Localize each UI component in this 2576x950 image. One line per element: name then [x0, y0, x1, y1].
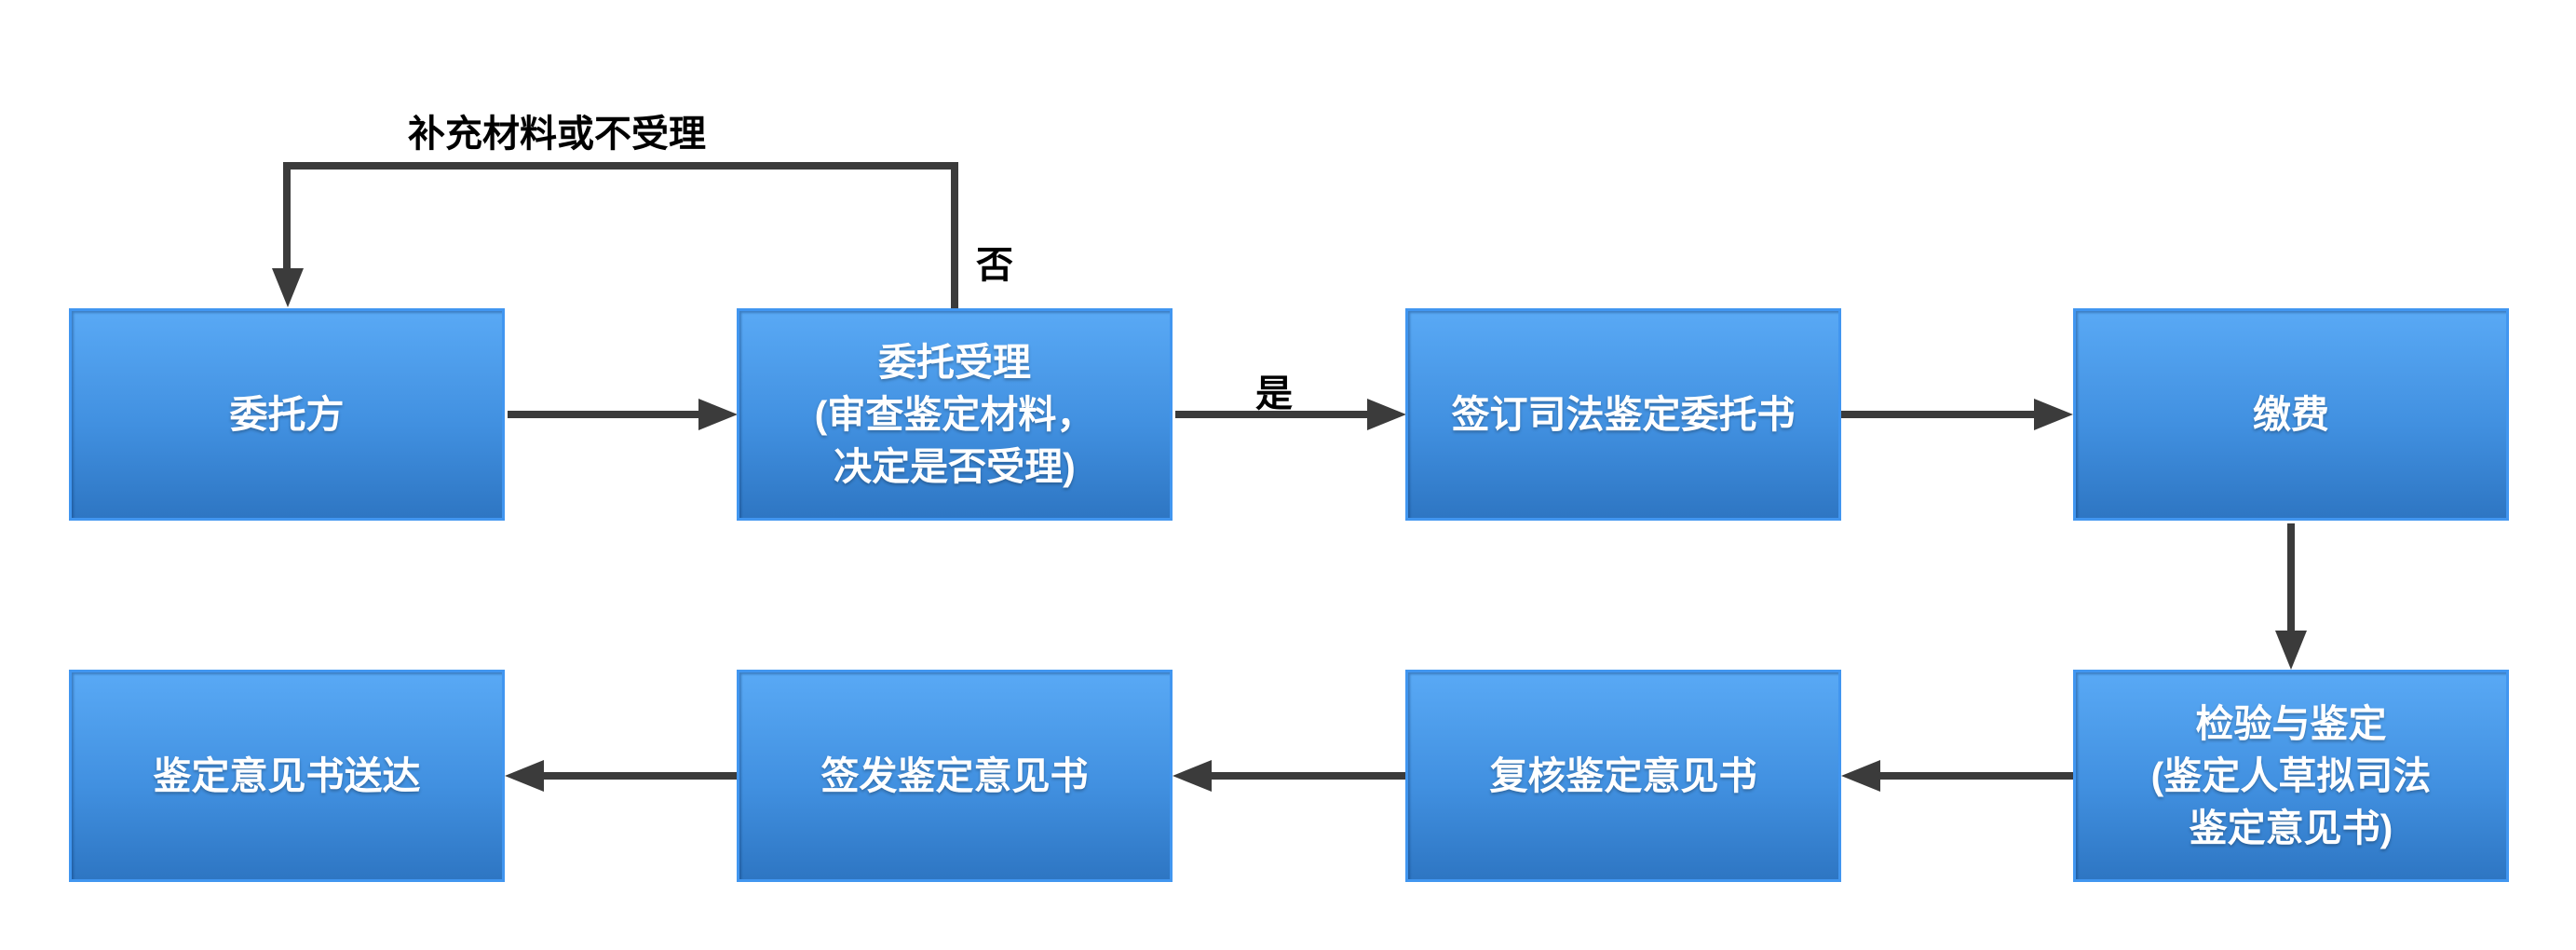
node-pay-fee: 缴费 [2073, 308, 2509, 521]
arrowhead-inspection-to-review [1841, 760, 1880, 792]
edge-no-vertical-line [951, 162, 958, 308]
edge-label-yes: 是 [1255, 373, 1293, 414]
node-acceptance: 委托受理 (审查鉴定材料， 决定是否受理) [737, 308, 1173, 521]
edge-client-to-acceptance-line [508, 411, 698, 418]
node-issue-opinion-label: 签发鉴定意见书 [820, 754, 1089, 797]
node-acceptance-label-line3: 决定是否受理) [834, 445, 1076, 488]
edge-issue-to-deliver-line [544, 772, 737, 780]
arrowhead-issue-to-deliver [505, 760, 544, 792]
arrowhead-down-into-client [272, 268, 304, 307]
node-inspection-label-line3: 鉴定意见书) [2189, 807, 2393, 849]
edge-yes-line [1175, 411, 1367, 418]
node-review-opinion: 复核鉴定意见书 [1405, 670, 1841, 882]
arrowhead-client-to-acceptance [698, 399, 738, 430]
edge-inspection-to-review-line [1880, 772, 2073, 780]
edge-label-reject-loop: 补充材料或不受理 [408, 114, 706, 155]
arrowhead-yes [1367, 399, 1406, 430]
edge-no-return-line [283, 162, 291, 270]
node-deliver-opinion: 鉴定意见书送达 [69, 670, 505, 882]
node-acceptance-label-line2: (审查鉴定材料， [814, 393, 1095, 436]
node-pay-fee-label: 缴费 [2253, 393, 2329, 436]
arrowhead-sign-to-pay [2034, 399, 2073, 430]
edge-review-to-issue-line [1212, 772, 1405, 780]
node-sign-letter-label: 签订司法鉴定委托书 [1451, 393, 1796, 436]
node-issue-opinion: 签发鉴定意见书 [737, 670, 1173, 882]
node-deliver-opinion-label: 鉴定意见书送达 [153, 754, 421, 797]
edge-no-horizontal-line [283, 162, 958, 170]
node-review-opinion-label: 复核鉴定意见书 [1489, 754, 1757, 797]
node-acceptance-label-line1: 委托受理 [878, 341, 1031, 384]
node-client: 委托方 [69, 308, 505, 521]
node-sign-letter: 签订司法鉴定委托书 [1405, 308, 1841, 521]
node-inspection-label-line1: 检验与鉴定 [2195, 702, 2387, 745]
edge-label-no: 否 [976, 245, 1013, 286]
node-client-label: 委托方 [229, 393, 345, 436]
node-inspection-label-line2: (鉴定人草拟司法 [2150, 754, 2432, 797]
edge-pay-to-inspection-line [2287, 523, 2295, 631]
edge-sign-to-pay-line [1841, 411, 2034, 418]
node-inspection: 检验与鉴定 (鉴定人草拟司法 鉴定意见书) [2073, 670, 2509, 882]
arrowhead-review-to-issue [1173, 760, 1212, 792]
arrowhead-pay-to-inspection [2275, 631, 2307, 670]
